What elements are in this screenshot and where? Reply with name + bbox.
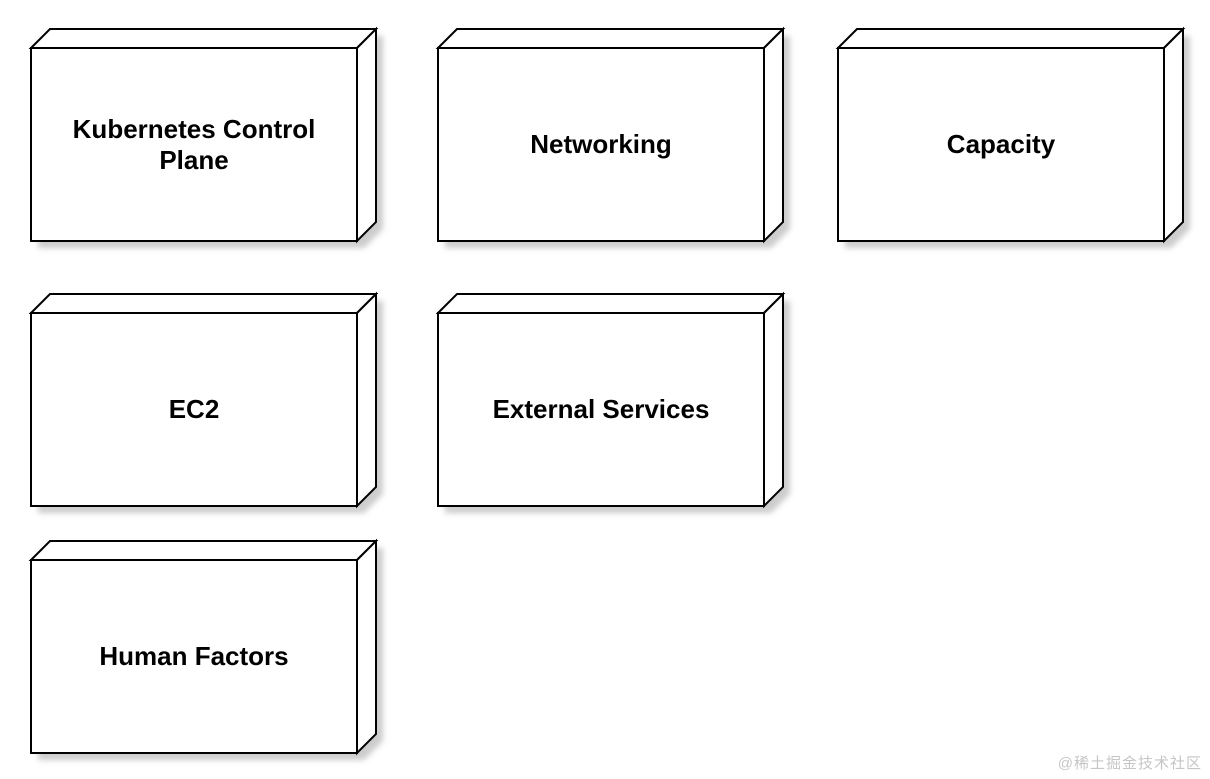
- node-front-face: [30, 559, 358, 754]
- node-right-face: [356, 538, 377, 756]
- node-label: Human Factors: [99, 641, 289, 672]
- node-ec2: EC2: [28, 291, 388, 531]
- node-3d-box-shape: [435, 291, 790, 513]
- node-3d-box-shape: [28, 291, 383, 513]
- node-right-face: [356, 291, 377, 509]
- node-front-face: [30, 312, 358, 507]
- node-label: Capacity: [946, 129, 1056, 160]
- node-top-face: [28, 28, 379, 49]
- node-label: Kubernetes Control Plane: [72, 113, 316, 175]
- node-3d-box-shape: [28, 538, 383, 760]
- node-3d-box-shape: [435, 26, 790, 248]
- node-top-face: [28, 540, 379, 561]
- node-front-face: [437, 47, 765, 242]
- node-human-factors: Human Factors: [28, 538, 388, 778]
- node-3d-box-shape: [28, 26, 383, 248]
- node-top-face: [435, 293, 786, 314]
- node-front-face: [437, 312, 765, 507]
- node-top-face: [28, 293, 379, 314]
- node-right-face: [763, 26, 784, 244]
- node-external-services: External Services: [435, 291, 795, 531]
- node-right-face: [356, 26, 377, 244]
- node-front-face: [837, 47, 1165, 242]
- node-label: External Services: [492, 394, 710, 425]
- node-label: Networking: [530, 129, 672, 160]
- node-networking: Networking: [435, 26, 795, 266]
- node-right-face: [1163, 26, 1184, 244]
- node-label: EC2: [168, 394, 220, 425]
- node-3d-box-shape: [835, 26, 1190, 248]
- node-top-face: [435, 28, 786, 49]
- watermark: @稀土掘金技术社区: [1057, 755, 1202, 772]
- node-capacity: Capacity: [835, 26, 1195, 266]
- node-top-face: [835, 28, 1186, 49]
- node-kubernetes-control-plane: Kubernetes Control Plane: [28, 26, 388, 266]
- node-front-face: [30, 47, 358, 242]
- node-right-face: [763, 291, 784, 509]
